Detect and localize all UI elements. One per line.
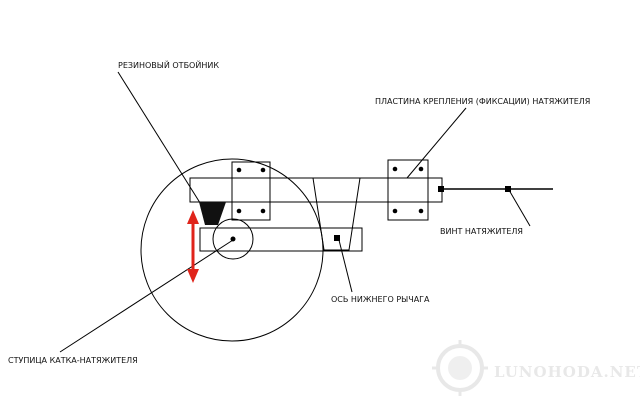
left-mount-plate (231, 161, 271, 221)
hub-circle (212, 218, 254, 260)
bolt (418, 208, 424, 214)
bolt (236, 167, 242, 173)
label-mount-plate: ПЛАСТИНА КРЕПЛЕНИЯ (ФИКСАЦИИ) НАТЯЖИТЕЛЯ (375, 97, 590, 106)
watermark-logo: LUNOHODA.NET (432, 340, 640, 396)
lever-axis-pin (334, 235, 340, 241)
bolt (260, 208, 266, 214)
leader-tension-screw (508, 189, 531, 227)
lever-bracket (312, 177, 361, 251)
rubber-bumper (199, 202, 226, 225)
leader-mount-plate (406, 107, 467, 179)
label-tension-screw: ВИНТ НАТЯЖИТЕЛЯ (440, 227, 523, 236)
right-mount-plate (387, 159, 429, 221)
leader-tensioner-hub (59, 239, 234, 353)
leader-lower-lever-axis (338, 239, 353, 293)
label-tensioner-hub: СТУПИЦА КАТКА-НАТЯЖИТЕЛЯ (8, 356, 138, 365)
roller-wheel (140, 158, 324, 342)
hub-center-dot (230, 236, 236, 242)
label-lower-lever-axis: ОСЬ НИЖНЕГО РЫЧАГА (331, 295, 430, 304)
lower-lever (199, 227, 363, 252)
label-rubber-bumper: РЕЗИНОВЫЙ ОТБОЙНИК (118, 59, 219, 70)
travel-arrow (187, 210, 199, 283)
leader-rubber-bumper (117, 71, 203, 207)
bolt (392, 166, 398, 172)
bolt (236, 208, 242, 214)
watermark-text: LUNOHODA.NET (494, 363, 640, 381)
bolt (392, 208, 398, 214)
screw-nut-right (505, 186, 511, 192)
bolt (418, 166, 424, 172)
bolt (260, 167, 266, 173)
screw-nut-left (438, 186, 444, 192)
